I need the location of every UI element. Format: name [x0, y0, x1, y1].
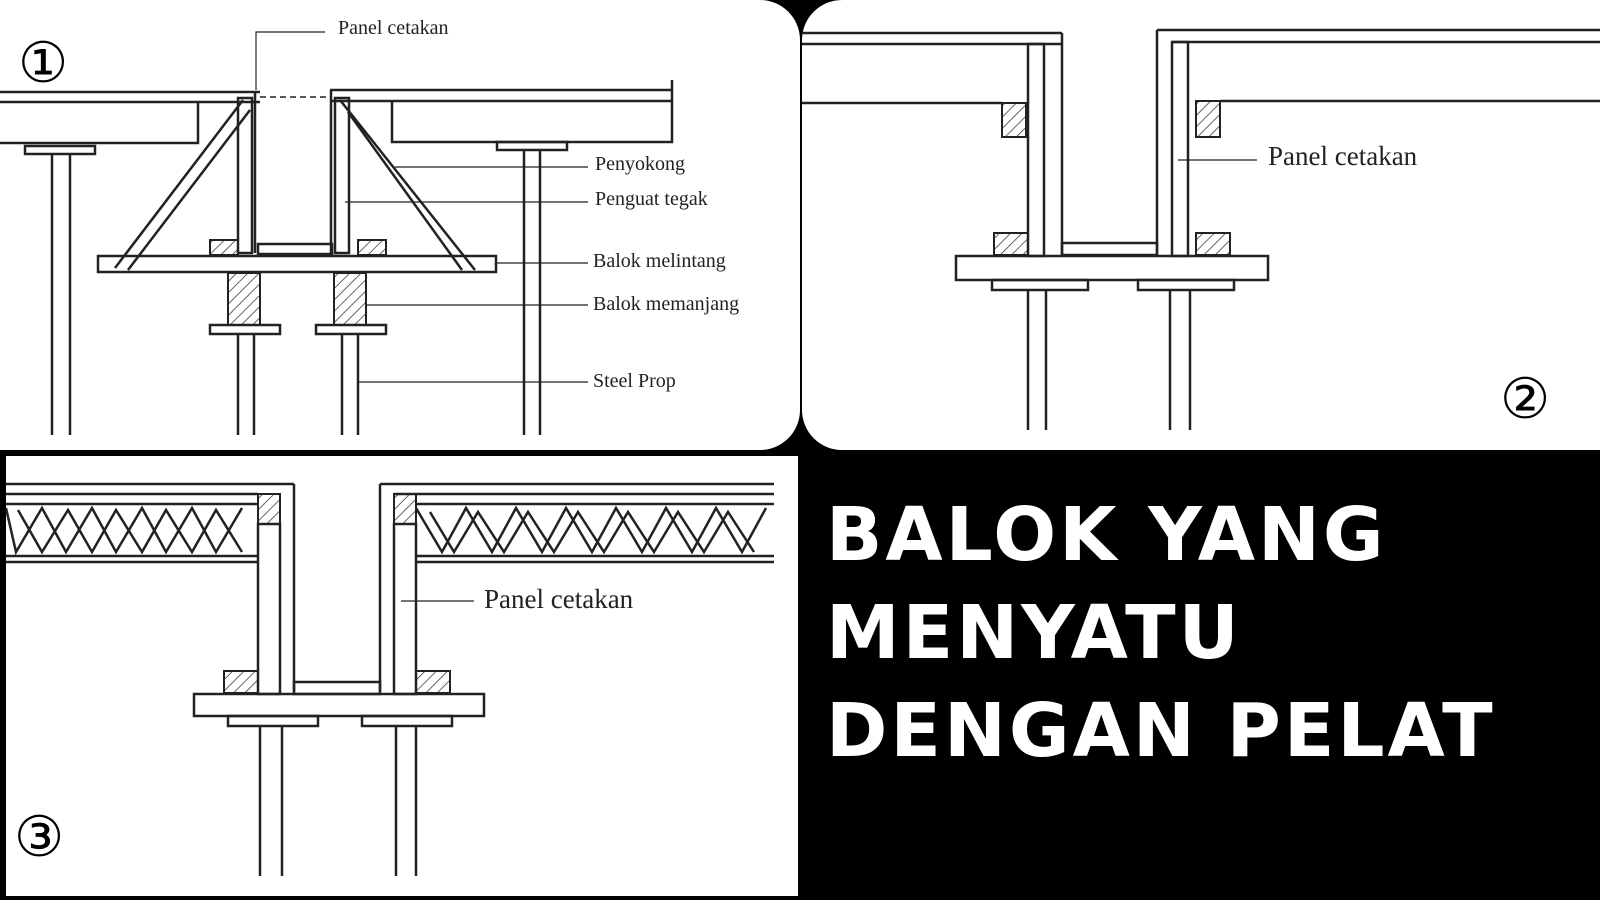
leader-lines [255, 31, 588, 383]
steel-prop-right [340, 334, 360, 435]
label-panel-cetakan: Panel cetakan [1268, 141, 1418, 171]
beam-bottom-panel [292, 680, 382, 696]
slab-right [1155, 28, 1600, 255]
formwork-diagram-2: Panel cetakan ② [802, 28, 1600, 432]
steel-prop-right [1168, 290, 1192, 430]
steel-prop-left [1026, 290, 1048, 430]
beam-side-left [993, 42, 1046, 258]
diagram-panel-3: Panel cetakan ③ [6, 456, 798, 896]
label-panel-cetakan: Panel cetakan [338, 17, 449, 39]
beam-side-left [114, 92, 257, 271]
title-line-1: BALOK YANG [826, 492, 1387, 578]
steel-prop-left [258, 726, 284, 876]
slab-right-truss [378, 482, 774, 691]
steel-prop-right [394, 726, 418, 876]
beam-side-left [223, 522, 282, 696]
diagram-panel-1: ① [0, 0, 800, 450]
steel-prop-left [236, 334, 256, 435]
label-penyokong: Penyokong [595, 153, 685, 175]
longitudinal-beam-right [333, 272, 367, 326]
slab-left [0, 90, 260, 435]
formwork-diagram-1: ① [0, 17, 739, 435]
slab-left-truss [6, 482, 296, 691]
title-block: BALOK YANG MENYATU DENGAN PELAT [826, 486, 1596, 780]
panel-number: ③ [14, 805, 64, 870]
diagram-panel-2: Panel cetakan ② [802, 0, 1600, 450]
label-steel-prop: Steel Prop [593, 370, 676, 392]
label-panel-cetakan: Panel cetakan [484, 584, 634, 614]
cross-beam [954, 254, 1270, 282]
label-balok-memanjang: Balok memanjang [593, 293, 739, 315]
formwork-diagram-3: Panel cetakan ③ [6, 482, 774, 876]
label-penguat-tegak: Penguat tegak [595, 188, 708, 210]
title-line-3: DENGAN PELAT [826, 688, 1496, 774]
title-line-2: MENYATU [826, 590, 1242, 676]
label-balok-melintang: Balok melintang [593, 250, 726, 272]
slab-right [330, 80, 674, 435]
panel-number: ② [1500, 367, 1550, 432]
beam-side-right [1170, 40, 1231, 258]
slab-left [802, 31, 1064, 255]
panel-number: ① [18, 31, 68, 96]
beam-side-right [329, 90, 476, 271]
cross-beam [96, 254, 498, 274]
beam-bottom-panel [1060, 241, 1159, 257]
longitudinal-beam-left [227, 272, 261, 326]
cross-beam [192, 692, 486, 718]
beam-bottom-panel [256, 242, 334, 256]
